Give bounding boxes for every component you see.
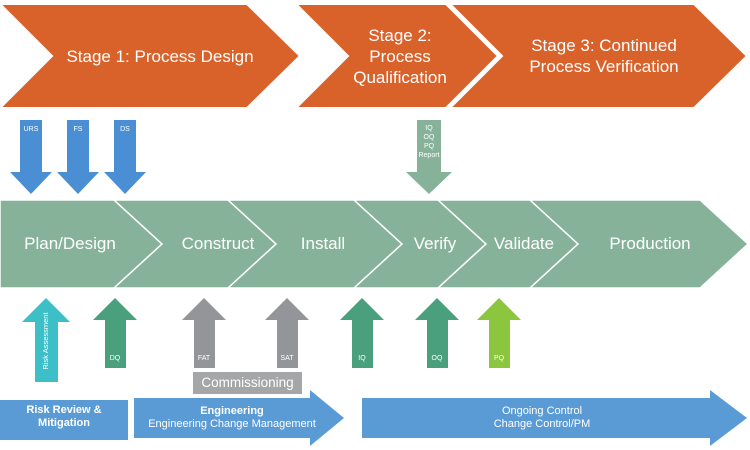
stage-3-chevron: [447, 3, 749, 109]
stage-3-line-1: Stage 3: Continued: [531, 36, 677, 55]
stage-2-line-1: Stage 2:: [368, 25, 432, 45]
engineering-title: Engineering: [200, 405, 264, 417]
stage-1-chevron: [0, 3, 302, 109]
stage-3-label: Stage 3: Continued Process Verification: [496, 4, 712, 108]
commissioning-label: Commissioning: [193, 372, 302, 394]
qual-doc-oq: OQ: [423, 134, 435, 141]
ds-label: DS: [120, 126, 130, 133]
oq-label: OQ: [431, 355, 443, 362]
stage-3-line-2: Process Verification: [529, 57, 679, 76]
pq-up-arrow: [477, 298, 521, 368]
ongoing-control-arrow: [362, 390, 747, 446]
qualification-report-down-arrow: [406, 120, 452, 194]
risk-review-line-2: Mitigation: [38, 417, 90, 429]
risk-assessment-label: Risk Assessment: [41, 312, 50, 370]
qualification-docs-label: IQ OQ PQ Report: [413, 124, 445, 160]
fat-up-arrow: [182, 298, 226, 368]
ongoing-control-label: Ongoing Control Change Control/PM: [362, 405, 722, 431]
dq-up-arrow: [93, 298, 137, 368]
fat-label: FAT: [197, 355, 211, 362]
stage-1-line-1: Stage 1: Process Design: [66, 46, 254, 66]
urs-down-arrow: [10, 120, 52, 194]
step-production-label: Production: [609, 234, 691, 253]
urs-label: URS: [23, 126, 39, 133]
qual-doc-pq: PQ: [423, 143, 435, 150]
iq-label: IQ: [358, 355, 366, 362]
dq-label: DQ: [109, 355, 121, 362]
oq-up-arrow: [415, 298, 459, 368]
engineering-arrow: [134, 390, 344, 446]
sat-up-arrow: [265, 298, 309, 368]
pq-label: PQ: [493, 355, 505, 362]
engineering-label: Engineering Engineering Change Managemen…: [134, 405, 330, 431]
fs-down-arrow: [57, 120, 99, 194]
ongoing-control-line-1: Ongoing Control: [501, 405, 583, 417]
step-validate-label: Validate: [493, 234, 555, 253]
stage-1-label: Stage 1: Process Design: [40, 4, 280, 108]
process-production: [528, 199, 750, 289]
step-plan-design-label: Plan/Design: [24, 234, 116, 253]
engineering-subtitle: Engineering Change Management: [148, 418, 316, 430]
risk-assessment-up-arrow: [22, 298, 70, 382]
stage-2-label: Stage 2: Process Qualification: [330, 4, 470, 108]
ongoing-control-line-2: Change Control/PM: [493, 418, 591, 430]
fs-label: FS: [73, 126, 83, 133]
qual-doc-report: Report: [418, 152, 440, 159]
risk-review-box: [0, 400, 128, 440]
step-construct-label: Construct: [181, 234, 255, 253]
step-verify-label: Verify: [413, 234, 457, 253]
sat-label: SAT: [280, 355, 294, 362]
stage-2-line-2: Process: [369, 46, 431, 66]
step-install-label: Install: [300, 234, 346, 253]
risk-review-line-1: Risk Review &: [26, 404, 102, 416]
stage-2-chevron: [293, 3, 500, 109]
risk-review-label: Risk Review & Mitigation: [0, 404, 128, 430]
qual-doc-iq: IQ: [425, 125, 433, 132]
stage-2-line-3: Qualification: [353, 67, 447, 87]
iq-up-arrow: [340, 298, 384, 368]
ds-down-arrow: [104, 120, 146, 194]
